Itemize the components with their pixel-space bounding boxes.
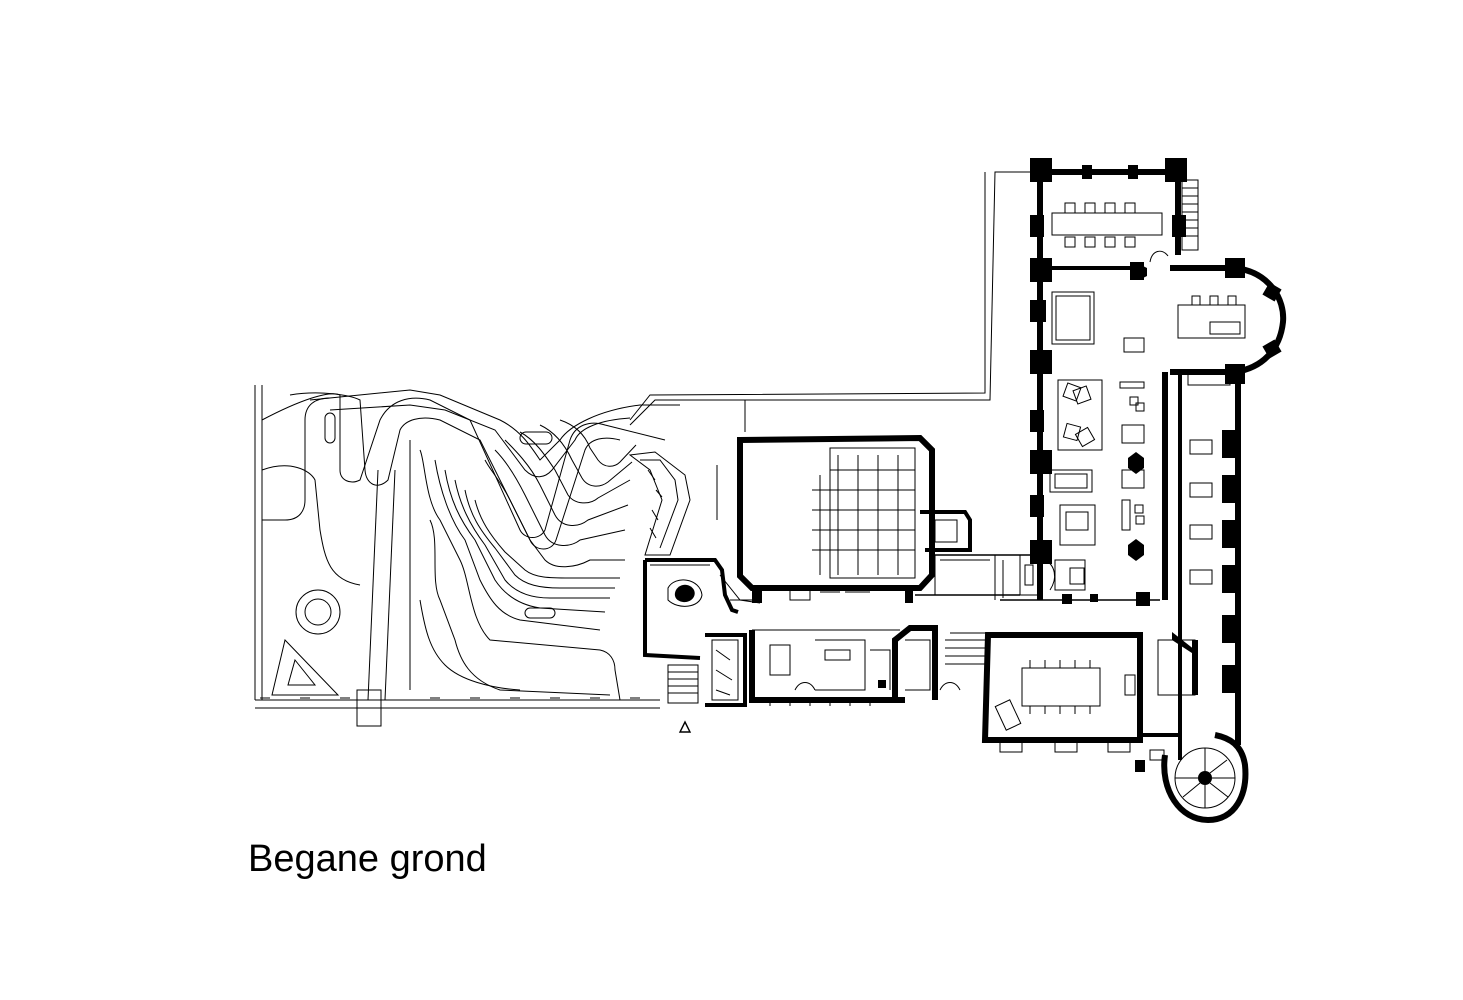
entrance-lobby bbox=[628, 451, 761, 733]
villa-main bbox=[1000, 158, 1287, 824]
auditorium-seating bbox=[812, 455, 915, 575]
meeting-room-south bbox=[981, 632, 1143, 753]
auditorium bbox=[737, 434, 972, 603]
service-rooms bbox=[749, 629, 905, 706]
drawing-caption: Begane grond bbox=[248, 838, 487, 880]
connector-block bbox=[730, 554, 1040, 601]
stair-core bbox=[892, 554, 1020, 700]
garden-landscape bbox=[254, 385, 680, 727]
site-boundary bbox=[629, 171, 1040, 520]
